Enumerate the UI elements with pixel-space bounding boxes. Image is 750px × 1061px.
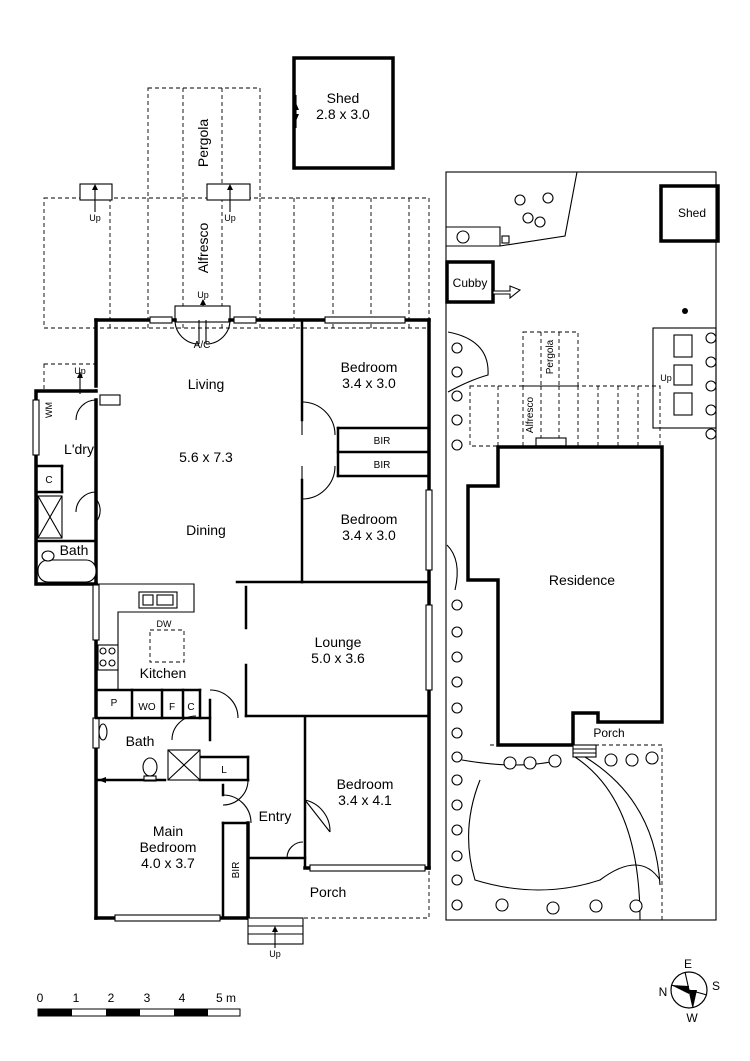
- ac-label: A/C: [194, 340, 211, 351]
- bir-label-main: BIR: [231, 862, 242, 879]
- compass-n: N: [659, 985, 668, 999]
- shed-label: Shed: [327, 90, 360, 106]
- up-label-porch: Up: [269, 949, 281, 959]
- site-trees: [451, 192, 717, 915]
- site-plan: Shed Cubby Pergola Alfresco Up Residence: [445, 171, 720, 921]
- p-label: P: [111, 698, 118, 709]
- entry-label: Entry: [259, 808, 292, 824]
- bedroom-e-dims: 3.4 x 3.0: [342, 527, 396, 543]
- bedroom-e-label: Bedroom: [341, 511, 398, 527]
- site-residence-label: Residence: [549, 572, 615, 588]
- bath2-label: Bath: [126, 733, 155, 749]
- dw-label: DW: [157, 619, 172, 629]
- kitchen-fixtures: [96, 394, 195, 690]
- scale-tick-1: 1: [73, 991, 80, 1005]
- f-label: F: [169, 702, 175, 713]
- bedroom-se-dims: 3.4 x 4.1: [338, 792, 392, 808]
- doors: [75, 319, 336, 859]
- bath-fixtures: [37, 495, 201, 782]
- main-bedroom-dims: 4.0 x 3.7: [141, 855, 195, 871]
- bir-label-1: BIR: [374, 436, 391, 447]
- c-label-laundry: C: [45, 475, 52, 486]
- scale-tick-5: 5 m: [216, 991, 236, 1005]
- scale-tick-0: 0: [37, 991, 44, 1005]
- wo-label: WO: [138, 702, 155, 713]
- windows: [32, 316, 433, 922]
- lounge-dims: 5.0 x 3.6: [311, 650, 365, 666]
- wm-label: WM: [44, 402, 54, 418]
- up-label-laundry: Up: [74, 366, 86, 376]
- up-label-door: Up: [197, 290, 209, 300]
- bath-label: Bath: [60, 542, 89, 558]
- site-shed-label: Shed: [678, 206, 706, 220]
- living-dims: 5.6 x 7.3: [179, 449, 233, 465]
- l-label: L: [221, 765, 227, 776]
- pergola-alfresco: Pergola Alfresco: [43, 87, 430, 329]
- site-porch-label: Porch: [593, 726, 624, 740]
- lounge-label: Lounge: [315, 634, 362, 650]
- alfresco-label: Alfresco: [195, 223, 211, 274]
- living-label: Living: [188, 376, 225, 392]
- main-bedroom-line1: Main: [153, 823, 183, 839]
- shed-dims: 2.8 x 3.0: [316, 106, 370, 122]
- bedroom-se-label: Bedroom: [337, 776, 394, 792]
- compass: E N S W: [659, 957, 720, 1025]
- site-up-label: Up: [660, 373, 672, 383]
- compass-w: W: [686, 1011, 698, 1025]
- compass-s: S: [712, 979, 720, 993]
- c-label-kitchen: C: [187, 702, 194, 713]
- bir-label-2: BIR: [374, 460, 391, 471]
- site-cubby-label: Cubby: [453, 276, 488, 290]
- porch-label: Porch: [310, 884, 347, 900]
- room-labels: A/C Living 5.6 x 7.3 Dining Bedroom 3.4 …: [44, 340, 397, 900]
- steps-up-left: Up: [79, 183, 113, 223]
- pergola-label: Pergola: [195, 119, 211, 167]
- kitchen-label: Kitchen: [140, 665, 187, 681]
- dining-label: Dining: [186, 522, 226, 538]
- scale-tick-4: 4: [179, 991, 186, 1005]
- steps-up-laundry: Up: [43, 363, 97, 394]
- porch: Up: [247, 868, 430, 959]
- bedroom-ne-label: Bedroom: [341, 359, 398, 375]
- entry-arrow: [98, 777, 165, 783]
- main-bedroom-line2: Bedroom: [140, 839, 197, 855]
- steps-up-mid: Up: [206, 183, 251, 223]
- up-label-left: Up: [89, 213, 101, 223]
- compass-e: E: [684, 957, 692, 971]
- site-pergola-label: Pergola: [545, 339, 556, 374]
- steps-up-door: Up: [174, 290, 231, 323]
- site-alfresco-label: Alfresco: [525, 397, 536, 434]
- scale-bar: 0 1 2 3 4 5 m: [37, 991, 241, 1017]
- scale-tick-3: 3: [144, 991, 151, 1005]
- shed: Shed 2.8 x 3.0: [292, 56, 395, 170]
- bedroom-ne-dims: 3.4 x 3.0: [342, 375, 396, 391]
- up-label-mid: Up: [224, 213, 236, 223]
- laundry-label: L'dry: [64, 441, 94, 457]
- scale-tick-2: 2: [108, 991, 115, 1005]
